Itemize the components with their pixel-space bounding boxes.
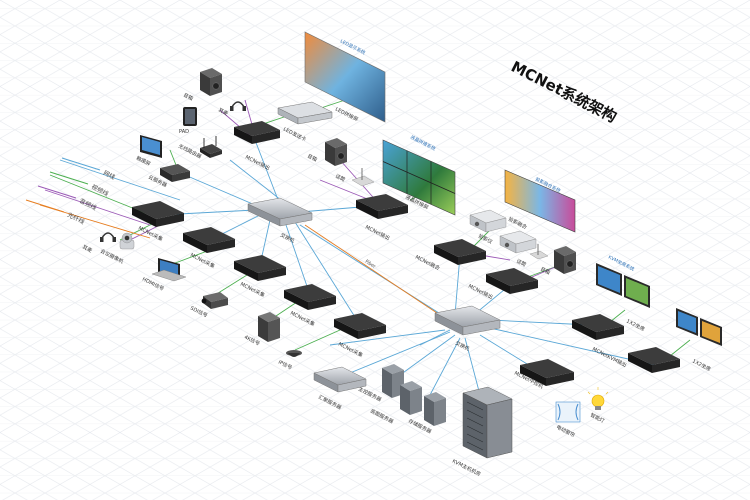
legend-video-swatch	[49, 171, 89, 185]
switch-left: 交换机	[247, 197, 313, 245]
headset-left-icon: 耳麦	[81, 232, 116, 255]
mcnet-kvm-output-1	[572, 314, 624, 340]
headset-left-label: 耳麦	[81, 244, 93, 255]
pad-icon: PAD	[179, 107, 197, 135]
headset-top-icon: 耳麦	[217, 101, 246, 118]
speaker-right-label: 音箱	[539, 266, 551, 277]
projection-fusion: 投影融合	[469, 209, 528, 233]
legend-audio-swatch	[37, 185, 77, 199]
mic-mid-label: 话筒	[334, 173, 346, 184]
mic-right-label: 话筒	[515, 258, 527, 269]
mcnet-collect-5: MCNet采集	[334, 313, 386, 359]
speaker-top: 音箱	[182, 68, 222, 102]
speaker-top-label: 音箱	[182, 92, 194, 103]
speaker-mid-label: 音箱	[306, 153, 318, 164]
speaker-mid: 音箱	[306, 138, 347, 166]
mic-right-icon: 话筒	[515, 244, 549, 269]
speaker-right: 音箱	[539, 246, 576, 276]
projection-screen	[504, 169, 576, 233]
mcnet-output-lcd: MCNet输出	[356, 194, 408, 242]
legend-network-swatch	[61, 157, 101, 171]
kvm-seat-2: 1X2坐席	[676, 308, 722, 373]
kvm-host-room: KVM主机机房	[451, 386, 513, 478]
mcnet-collect-3: MCNet采集	[234, 255, 286, 299]
mcnet-output-top: MCNet输出	[234, 121, 280, 172]
headset-top-label: 耳麦	[217, 107, 229, 118]
projector: 投影仪	[477, 230, 537, 254]
fiber-label: Fiber	[364, 259, 377, 270]
pad-label: PAD	[179, 129, 189, 135]
legend-fiber-swatch	[25, 199, 65, 213]
led-screen	[304, 31, 386, 123]
led-send-card	[297, 111, 333, 125]
mic-mid-icon: 话筒	[334, 168, 375, 187]
cloud-server: 云服务器	[147, 164, 190, 189]
